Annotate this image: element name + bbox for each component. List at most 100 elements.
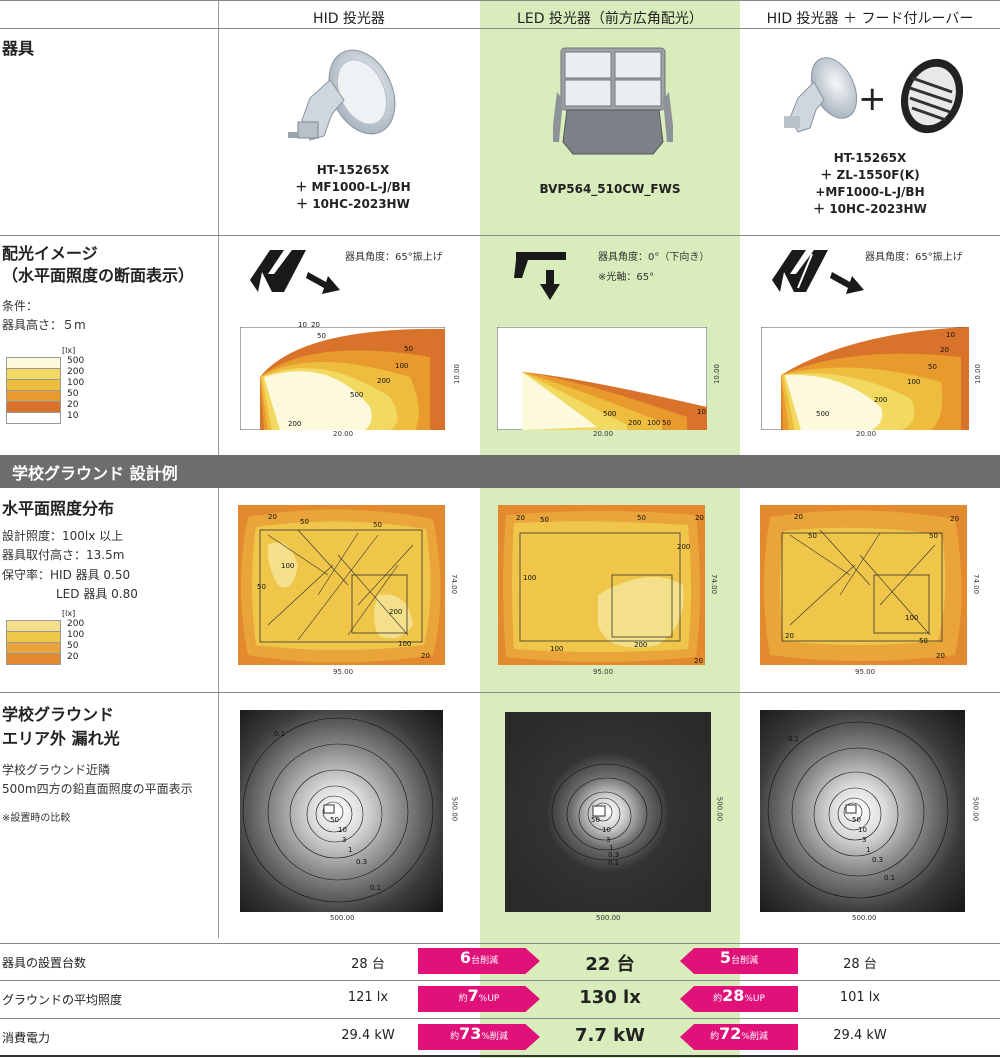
distribution-row-title: 配光イメージ bbox=[2, 244, 98, 263]
reduction-badge: 約72%削減 bbox=[680, 1024, 798, 1050]
reduction-badge: 5台削減 bbox=[680, 948, 798, 974]
badge-number: 28 bbox=[722, 986, 745, 1005]
section-height: 10.00 bbox=[453, 363, 462, 385]
column-header-hood: HID 投光器 ＋ フード付ルーバー bbox=[766, 11, 974, 27]
contour-label: 200 bbox=[389, 608, 403, 616]
legend-level: 50 bbox=[67, 641, 79, 651]
design-illuminance: 設計照度：100lx 以上 bbox=[2, 529, 124, 543]
hood-angle-note: 器具角度：65°振上げ bbox=[865, 252, 963, 263]
horizontal-row-title: 水平面照度分布 bbox=[2, 499, 115, 518]
contour-label: 50 bbox=[540, 516, 549, 524]
legend-unit: [lx] bbox=[62, 609, 76, 618]
maintenance-factor-led: LED 器具 0.80 bbox=[56, 587, 138, 601]
spill-note: ※設置時の比較 bbox=[2, 813, 71, 824]
section-width: 20.00 bbox=[856, 430, 877, 438]
contour-label: 1 bbox=[348, 846, 353, 854]
badge-prefix: 約 bbox=[710, 1032, 720, 1042]
average-illuminance-label: グラウンドの平均照度 bbox=[2, 993, 123, 1007]
contour-label: 1 bbox=[866, 846, 871, 854]
hid-spill-map bbox=[240, 710, 443, 912]
contour-label: 100 bbox=[523, 574, 537, 582]
field-width: 95.00 bbox=[855, 668, 876, 676]
contour-label: 50 bbox=[928, 363, 937, 371]
led-section-diagram bbox=[497, 327, 707, 430]
contour-label: 0.1 bbox=[274, 730, 286, 738]
badge-text: %UP bbox=[478, 994, 500, 1004]
badge-prefix: 約 bbox=[450, 1032, 460, 1042]
contour-label: 50 bbox=[919, 637, 928, 645]
led-count: 22 台 bbox=[585, 954, 635, 975]
contour-label: 20 bbox=[311, 321, 320, 329]
contour-label: 20 bbox=[936, 652, 945, 660]
spill-height: 500.00 bbox=[450, 796, 459, 822]
contour-label: 500 bbox=[350, 391, 364, 399]
divider bbox=[0, 692, 1000, 693]
badge-text: %UP bbox=[744, 994, 765, 1004]
led-axis-note: ※光軸：65° bbox=[598, 272, 655, 283]
badge-text: 台削減 bbox=[471, 956, 499, 966]
badge-prefix: 約 bbox=[458, 994, 468, 1004]
contour-label: 100 bbox=[395, 362, 409, 370]
condition-height: 器具高さ：５m bbox=[2, 318, 86, 332]
contour-label: 200 bbox=[874, 396, 888, 404]
section-width: 20.00 bbox=[333, 430, 354, 438]
contour-label: 500 bbox=[603, 410, 617, 418]
badge-text: %削減 bbox=[481, 1032, 508, 1042]
spill-row-title: 学校グラウンド bbox=[2, 705, 115, 724]
legend-unit: [lx] bbox=[62, 346, 76, 355]
tilted-fixture-icon bbox=[250, 250, 340, 294]
column-header-led: LED 投光器（前方広角配光） bbox=[517, 11, 703, 27]
contour-label: 0.1 bbox=[608, 859, 620, 867]
increase-badge: 約7%UP bbox=[418, 986, 540, 1012]
led-model-line: BVP564_510CW_FWS bbox=[539, 182, 681, 196]
section-width: 20.00 bbox=[593, 430, 614, 438]
hid-count: 28 台 bbox=[351, 957, 385, 972]
hood-count: 28 台 bbox=[843, 957, 877, 972]
divider bbox=[0, 28, 1000, 29]
led-floodlight-image bbox=[553, 47, 673, 155]
field-height: 74.00 bbox=[710, 573, 719, 595]
contour-label: 10 bbox=[298, 321, 307, 329]
contour-label: 10 bbox=[858, 826, 867, 834]
spill-row-subtitle: エリア外 漏れ光 bbox=[2, 729, 120, 748]
fixture-row-title: 器具 bbox=[2, 39, 35, 58]
spill-height: 500.00 bbox=[715, 796, 724, 822]
spill-description: 学校グラウンド近隣 bbox=[2, 763, 111, 777]
led-power: 7.7 kW bbox=[575, 1025, 645, 1046]
divider bbox=[218, 0, 219, 455]
badge-text: 台削減 bbox=[731, 956, 759, 966]
section-band-title: 学校グラウンド 設計例 bbox=[12, 464, 178, 483]
contour-label: 50 bbox=[317, 332, 326, 340]
hid-model-line: HT-15265X bbox=[316, 163, 390, 177]
legend-swatch: 20 bbox=[6, 652, 78, 665]
legend-level: 10 bbox=[67, 411, 79, 421]
contour-label: 100 bbox=[281, 562, 295, 570]
legend-level: 20 bbox=[67, 652, 79, 662]
contour-label: 20 bbox=[785, 632, 794, 640]
spill-width: 500.00 bbox=[852, 914, 877, 922]
contour-label: 50 bbox=[330, 816, 339, 824]
badge-prefix: 約 bbox=[713, 994, 723, 1004]
legend-level: 20 bbox=[67, 400, 79, 410]
contour-label: 200 bbox=[628, 419, 642, 427]
hid-model-line: ＋ 10HC-2023HW bbox=[296, 197, 410, 211]
field-height: 74.00 bbox=[450, 573, 459, 595]
contour-label: 0.1 bbox=[370, 884, 382, 892]
contour-label: 100 bbox=[550, 645, 564, 653]
downward-fixture-icon bbox=[514, 252, 566, 300]
contour-label: 50 bbox=[929, 532, 938, 540]
contour-label: 0.3 bbox=[356, 858, 368, 866]
hood-model-line: ＋ 10HC-2023HW bbox=[813, 202, 927, 216]
hid-section-diagram bbox=[240, 327, 445, 430]
spill-width: 500.00 bbox=[330, 914, 355, 922]
column-header-hid: HID 投光器 bbox=[313, 11, 385, 27]
contour-label: 20 bbox=[516, 514, 525, 522]
hood-model-line: +MF1000-L-J/BH bbox=[815, 185, 925, 199]
contour-label: 10 bbox=[697, 408, 706, 416]
contour-label: 200 bbox=[377, 377, 391, 385]
section-height: 10.00 bbox=[713, 363, 722, 385]
badge-number: 7 bbox=[467, 986, 479, 1005]
contour-label: 20 bbox=[794, 513, 803, 521]
contour-label: 50 bbox=[257, 583, 266, 591]
hood-field-map bbox=[760, 505, 967, 665]
